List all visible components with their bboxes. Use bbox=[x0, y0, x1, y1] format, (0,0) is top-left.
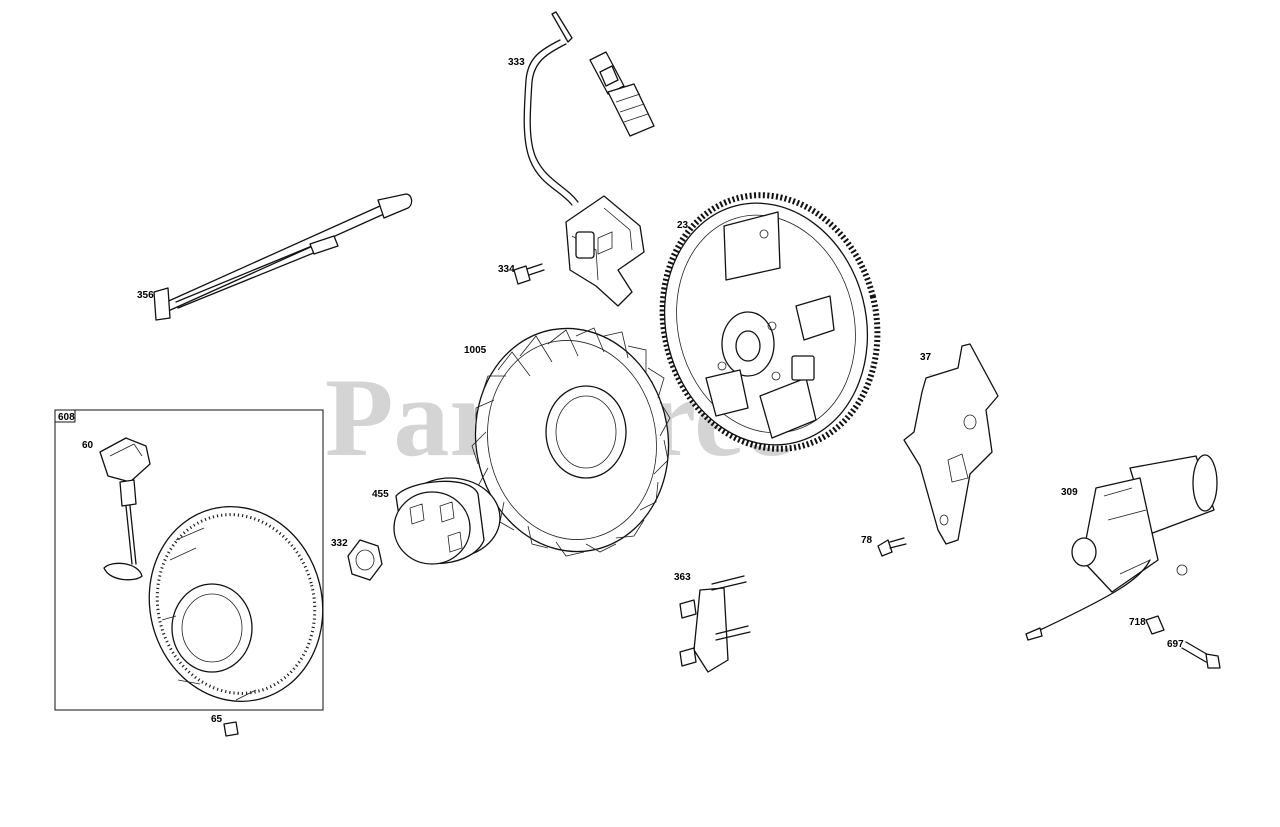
part-electric-starter[interactable] bbox=[1025, 454, 1218, 641]
part-bracket[interactable] bbox=[903, 343, 999, 545]
part-bolt-334[interactable] bbox=[513, 263, 545, 285]
callout-697[interactable]: 697 bbox=[1167, 639, 1184, 650]
inset-label-608[interactable]: 608 bbox=[58, 412, 75, 423]
part-bolt-697[interactable] bbox=[1181, 641, 1221, 669]
callout-455[interactable]: 455 bbox=[372, 489, 389, 500]
part-fan[interactable] bbox=[458, 313, 686, 567]
callout-1005[interactable]: 1005 bbox=[464, 345, 487, 356]
callout-334[interactable]: 334 bbox=[498, 264, 515, 275]
part-ignition-wire[interactable] bbox=[523, 11, 655, 206]
callout-356[interactable]: 356 bbox=[137, 290, 154, 301]
callout-23[interactable]: 23 bbox=[677, 220, 689, 231]
callout-78[interactable]: 78 bbox=[861, 535, 873, 546]
callout-60[interactable]: 60 bbox=[82, 440, 94, 451]
part-kill-wire[interactable] bbox=[153, 193, 413, 321]
part-bolt-78[interactable] bbox=[877, 537, 907, 557]
callout-65[interactable]: 65 bbox=[211, 714, 223, 725]
part-studs[interactable] bbox=[679, 575, 751, 673]
callout-333[interactable]: 333 bbox=[508, 57, 525, 68]
callout-37[interactable]: 37 bbox=[920, 352, 932, 363]
part-dowel[interactable] bbox=[1145, 615, 1165, 635]
inset-recoil-starter[interactable] bbox=[54, 409, 343, 720]
part-screw-65[interactable] bbox=[223, 721, 239, 737]
part-flywheel[interactable] bbox=[636, 172, 904, 472]
callout-332[interactable]: 332 bbox=[331, 538, 348, 549]
part-starter-cup[interactable] bbox=[393, 477, 501, 565]
part-ignition-armature[interactable] bbox=[565, 195, 645, 307]
part-starter-handle bbox=[99, 437, 151, 483]
callout-309[interactable]: 309 bbox=[1061, 487, 1078, 498]
part-flywheel-nut[interactable] bbox=[347, 539, 383, 581]
callout-363[interactable]: 363 bbox=[674, 572, 691, 583]
callout-718[interactable]: 718 bbox=[1129, 617, 1146, 628]
